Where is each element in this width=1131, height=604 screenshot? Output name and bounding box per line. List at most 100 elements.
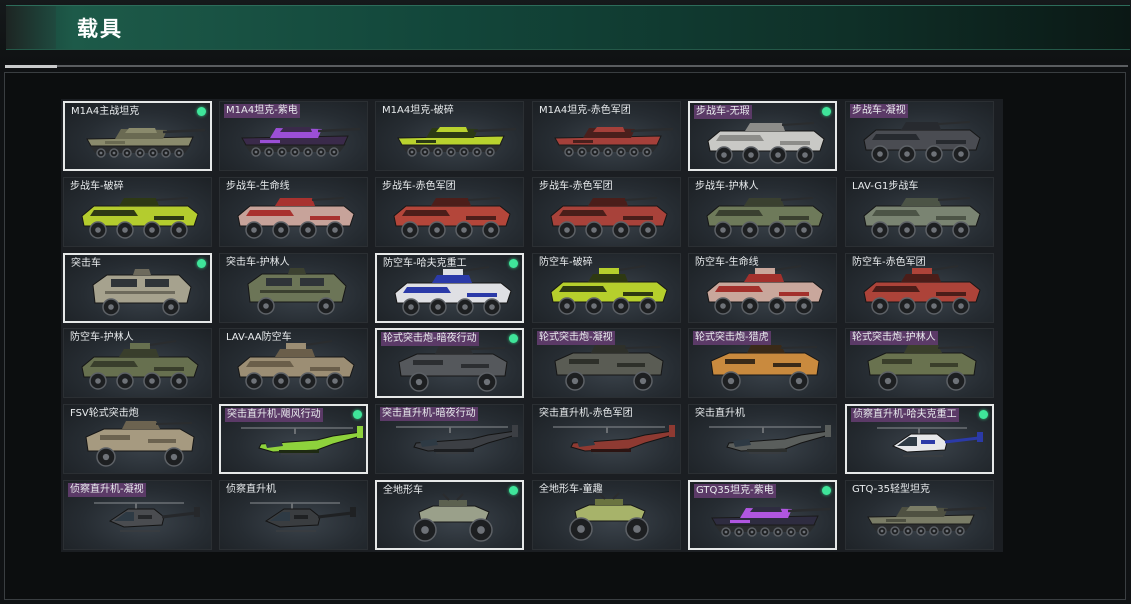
vehicle-image bbox=[877, 427, 983, 457]
header-divider bbox=[5, 65, 1128, 68]
vehicle-name: 全地形车-童趣 bbox=[539, 484, 603, 495]
title-banner bbox=[6, 5, 1130, 50]
vehicle-card[interactable]: LAV-G1步战车 bbox=[845, 177, 994, 247]
banner-notch bbox=[6, 6, 56, 49]
vehicle-card[interactable]: 全地形车-童趣 bbox=[532, 480, 681, 550]
vehicle-image bbox=[396, 425, 518, 454]
vehicle-card[interactable]: 步战车-赤色军团 bbox=[375, 177, 524, 247]
vehicle-card[interactable]: 突击直升机 bbox=[688, 404, 837, 474]
vehicle-card[interactable]: 步战车-破碎 bbox=[63, 177, 212, 247]
vehicle-image bbox=[397, 127, 517, 157]
vehicle-card[interactable]: 突击车-护林人 bbox=[219, 253, 368, 323]
vehicle-name: 突击直升机-暗夜行动 bbox=[380, 407, 478, 421]
vehicle-image bbox=[85, 421, 195, 467]
vehicle-name: 防空车-哈夫克重工 bbox=[383, 258, 467, 269]
vehicle-card[interactable]: 突击车 bbox=[63, 253, 212, 323]
vehicle-card[interactable]: M1A4主战坦克 bbox=[63, 101, 212, 171]
vehicle-image bbox=[550, 265, 668, 315]
vehicle-name: 突击车-护林人 bbox=[226, 257, 290, 268]
vehicle-image bbox=[81, 340, 199, 390]
vehicle-name: 轮式突击炮-暗夜行动 bbox=[381, 332, 479, 346]
vehicle-card[interactable]: LAV-AA防空车 bbox=[219, 328, 368, 398]
vehicle-name: 突击车 bbox=[71, 258, 101, 269]
vehicle-card[interactable]: 突击直升机-飓风行动 bbox=[219, 404, 368, 474]
divider-accent bbox=[5, 65, 57, 68]
equipped-indicator-icon bbox=[197, 107, 206, 116]
vehicle-card[interactable]: M1A4坦克-破碎 bbox=[375, 101, 524, 171]
vehicle-image bbox=[863, 197, 981, 239]
vehicle-name: LAV-G1步战车 bbox=[852, 181, 919, 192]
vehicle-image bbox=[394, 266, 512, 316]
vehicle-name: 步战车-无瑕 bbox=[694, 105, 752, 119]
vehicle-card[interactable]: 轮式突击炮-暗夜行动 bbox=[375, 328, 524, 398]
vehicle-image bbox=[706, 197, 824, 239]
vehicle-image bbox=[867, 345, 977, 391]
vehicle-name: 突击直升机 bbox=[695, 408, 745, 419]
vehicle-image bbox=[237, 197, 355, 239]
vehicle-name: GTQ-35轻型坦克 bbox=[852, 484, 930, 495]
vehicle-image bbox=[247, 268, 347, 315]
equipped-indicator-icon bbox=[509, 259, 518, 268]
vehicle-card[interactable]: M1A4坦克-紫电 bbox=[219, 101, 368, 171]
vehicle-card[interactable]: 轮式突击炮-凝视 bbox=[532, 328, 681, 398]
vehicle-image bbox=[709, 425, 831, 454]
vehicle-card[interactable]: GTQ-35轻型坦克 bbox=[845, 480, 994, 550]
vehicle-card[interactable]: 突击直升机-暗夜行动 bbox=[375, 404, 524, 474]
vehicle-card[interactable]: 步战车-赤色军团 bbox=[532, 177, 681, 247]
equipped-indicator-icon bbox=[509, 334, 518, 343]
vehicle-card[interactable]: 步战车-生命线 bbox=[219, 177, 368, 247]
vehicle-name: 轮式突击炮-护林人 bbox=[850, 331, 938, 345]
vehicle-image bbox=[710, 345, 820, 391]
vehicle-card[interactable]: 防空车-赤色军团 bbox=[845, 253, 994, 323]
vehicle-name: 步战车-破碎 bbox=[70, 181, 124, 192]
vehicle-image bbox=[554, 127, 674, 157]
vehicle-name: 突击直升机-飓风行动 bbox=[225, 408, 323, 422]
vehicle-image bbox=[398, 346, 508, 392]
vehicle-name: 步战车-护林人 bbox=[695, 181, 759, 192]
vehicle-card[interactable]: M1A4坦克-赤色军团 bbox=[532, 101, 681, 171]
vehicle-card[interactable]: 防空车-破碎 bbox=[532, 253, 681, 323]
vehicle-name: 侦察直升机-哈夫克重工 bbox=[851, 408, 959, 422]
vehicle-image bbox=[711, 507, 831, 537]
vehicle-card[interactable]: 轮式突击炮-护林人 bbox=[845, 328, 994, 398]
vehicle-card[interactable]: 步战车-凝视 bbox=[845, 101, 994, 171]
vehicle-name: 突击直升机-赤色军团 bbox=[539, 408, 633, 419]
vehicle-name: M1A4坦克-破碎 bbox=[382, 105, 454, 116]
vehicle-name: GTQ35坦克-紫电 bbox=[694, 484, 776, 498]
vehicle-card[interactable]: 突击直升机-赤色军团 bbox=[532, 404, 681, 474]
vehicle-image bbox=[554, 345, 664, 391]
equipped-indicator-icon bbox=[353, 410, 362, 419]
vehicle-name: LAV-AA防空车 bbox=[226, 332, 292, 343]
vehicle-name: 防空车-破碎 bbox=[539, 257, 593, 268]
vehicle-name: 步战车-赤色军团 bbox=[382, 181, 456, 192]
vehicle-card[interactable]: 轮式突击炮-猎虎 bbox=[688, 328, 837, 398]
equipped-indicator-icon bbox=[822, 486, 831, 495]
equipped-indicator-icon bbox=[979, 410, 988, 419]
vehicle-card[interactable]: 侦察直升机-凝视 bbox=[63, 480, 212, 550]
vehicle-image bbox=[250, 502, 356, 532]
vehicle-card[interactable]: 全地形车 bbox=[375, 480, 524, 550]
vehicle-card[interactable]: GTQ35坦克-紫电 bbox=[688, 480, 837, 550]
header-bar: 载具 bbox=[0, 0, 1131, 62]
equipped-indicator-icon bbox=[509, 486, 518, 495]
equipped-indicator-icon bbox=[822, 107, 831, 116]
vehicle-name: 步战车-赤色军团 bbox=[539, 181, 613, 192]
vehicle-card[interactable]: 防空车-护林人 bbox=[63, 328, 212, 398]
vehicle-image bbox=[86, 128, 206, 158]
vehicle-name: M1A4坦克-赤色军团 bbox=[539, 105, 631, 116]
vehicle-card[interactable]: 防空车-哈夫克重工 bbox=[375, 253, 524, 323]
vehicle-name: 步战车-生命线 bbox=[226, 181, 290, 192]
vehicle-card[interactable]: 步战车-护林人 bbox=[688, 177, 837, 247]
vehicle-name: 防空车-赤色军团 bbox=[852, 257, 926, 268]
vehicle-image bbox=[550, 197, 668, 239]
vehicle-card[interactable]: 侦察直升机 bbox=[219, 480, 368, 550]
vehicle-card[interactable]: 侦察直升机-哈夫克重工 bbox=[845, 404, 994, 474]
vehicle-image bbox=[241, 426, 363, 455]
vehicle-card[interactable]: 步战车-无瑕 bbox=[688, 101, 837, 171]
vehicle-image bbox=[863, 121, 981, 163]
vehicle-name: 全地形车 bbox=[383, 485, 423, 496]
vehicle-name: M1A4坦克-紫电 bbox=[224, 104, 300, 118]
vehicle-card[interactable]: 防空车-生命线 bbox=[688, 253, 837, 323]
vehicle-image bbox=[94, 502, 200, 532]
vehicle-card[interactable]: FSV轮式突击炮 bbox=[63, 404, 212, 474]
